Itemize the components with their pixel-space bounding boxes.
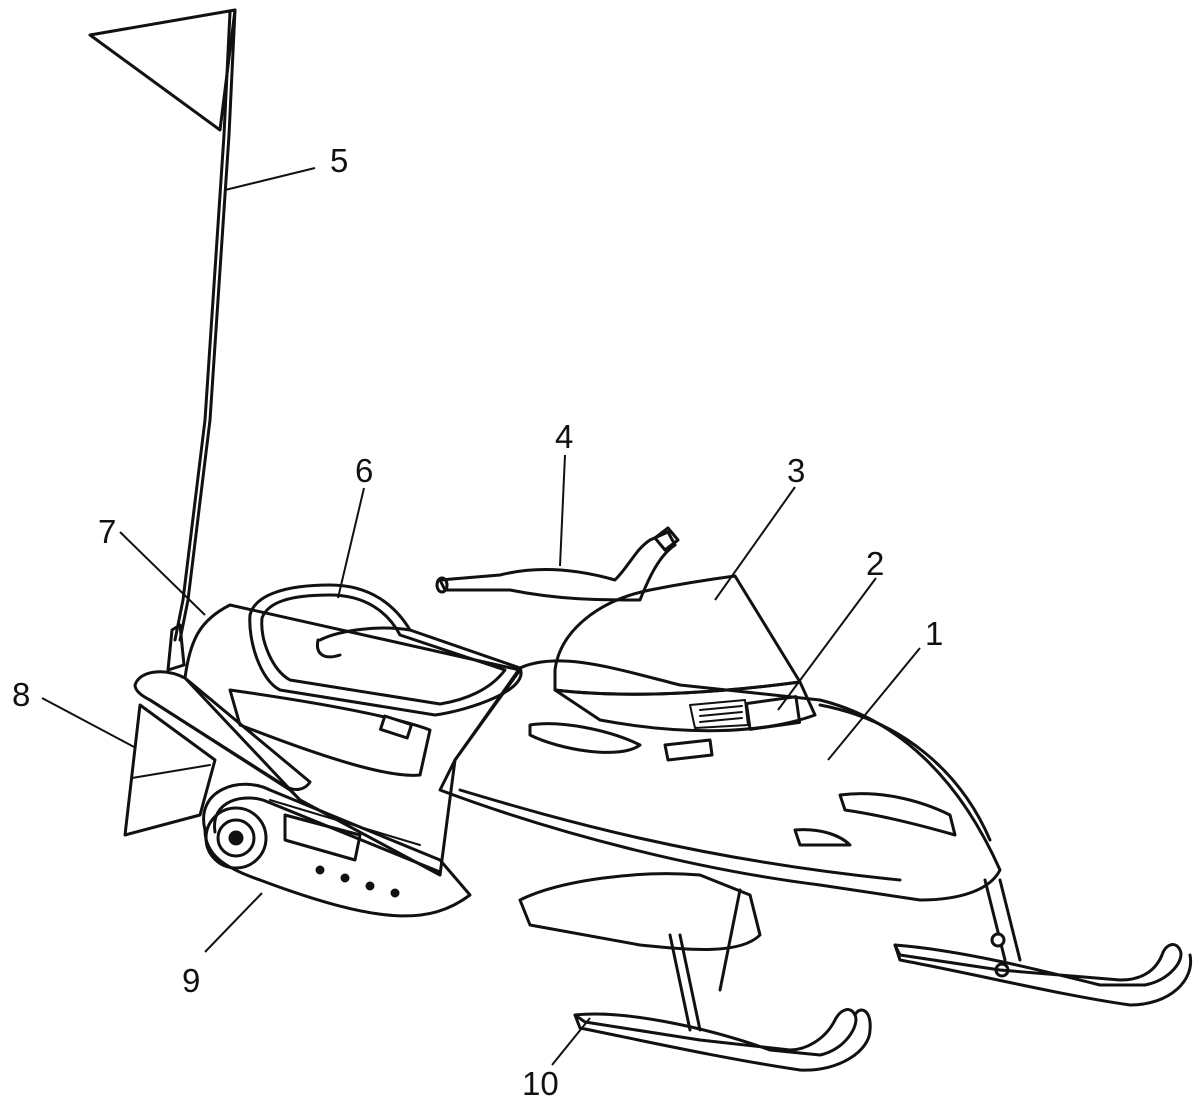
leader-1 [827,647,921,761]
flag-mast [178,8,237,642]
leader-10 [551,1017,591,1066]
right-ski [893,943,1193,1007]
body-side [183,603,522,877]
front-suspension [518,872,1022,1032]
callout-9: 9 [182,962,200,999]
windshield-outline [553,574,802,696]
hood-outline [438,659,1002,902]
callout-4: 4 [555,418,573,455]
leader-8 [41,697,137,749]
rear-idler-wheel [204,806,268,870]
leader-lines [41,167,921,1066]
side-recess [228,688,432,777]
callout-1: 1 [925,615,943,652]
instrument-panel [744,695,802,731]
track [202,782,472,918]
flag-mast-inner [173,10,232,642]
snowflap [123,703,217,837]
callout-5: 5 [330,142,348,179]
leader-6 [337,487,365,599]
callout-8: 8 [12,676,30,713]
leader-9 [204,892,263,953]
callout-labels: 1 2 3 4 5 6 7 8 9 10 [12,142,943,1102]
flag-pennant [88,8,237,132]
callout-3: 3 [787,452,805,489]
callout-7: 7 [98,513,116,550]
safety-flag [88,8,237,672]
snowflap-panel [123,703,217,837]
track-outline [202,782,472,918]
hood-vent [528,722,642,754]
callout-10: 10 [522,1065,559,1102]
leader-2 [777,577,877,711]
leader-4 [559,454,566,567]
hood [438,659,1002,902]
callout-6: 6 [355,452,373,489]
leader-3 [714,486,796,601]
windshield [553,574,817,733]
handlebar [435,526,680,602]
seat [248,583,523,717]
left-ski [573,1008,872,1072]
leader-7 [119,531,206,616]
flag-mount [166,623,186,672]
callout-2: 2 [866,545,884,582]
leader-5 [224,167,316,191]
